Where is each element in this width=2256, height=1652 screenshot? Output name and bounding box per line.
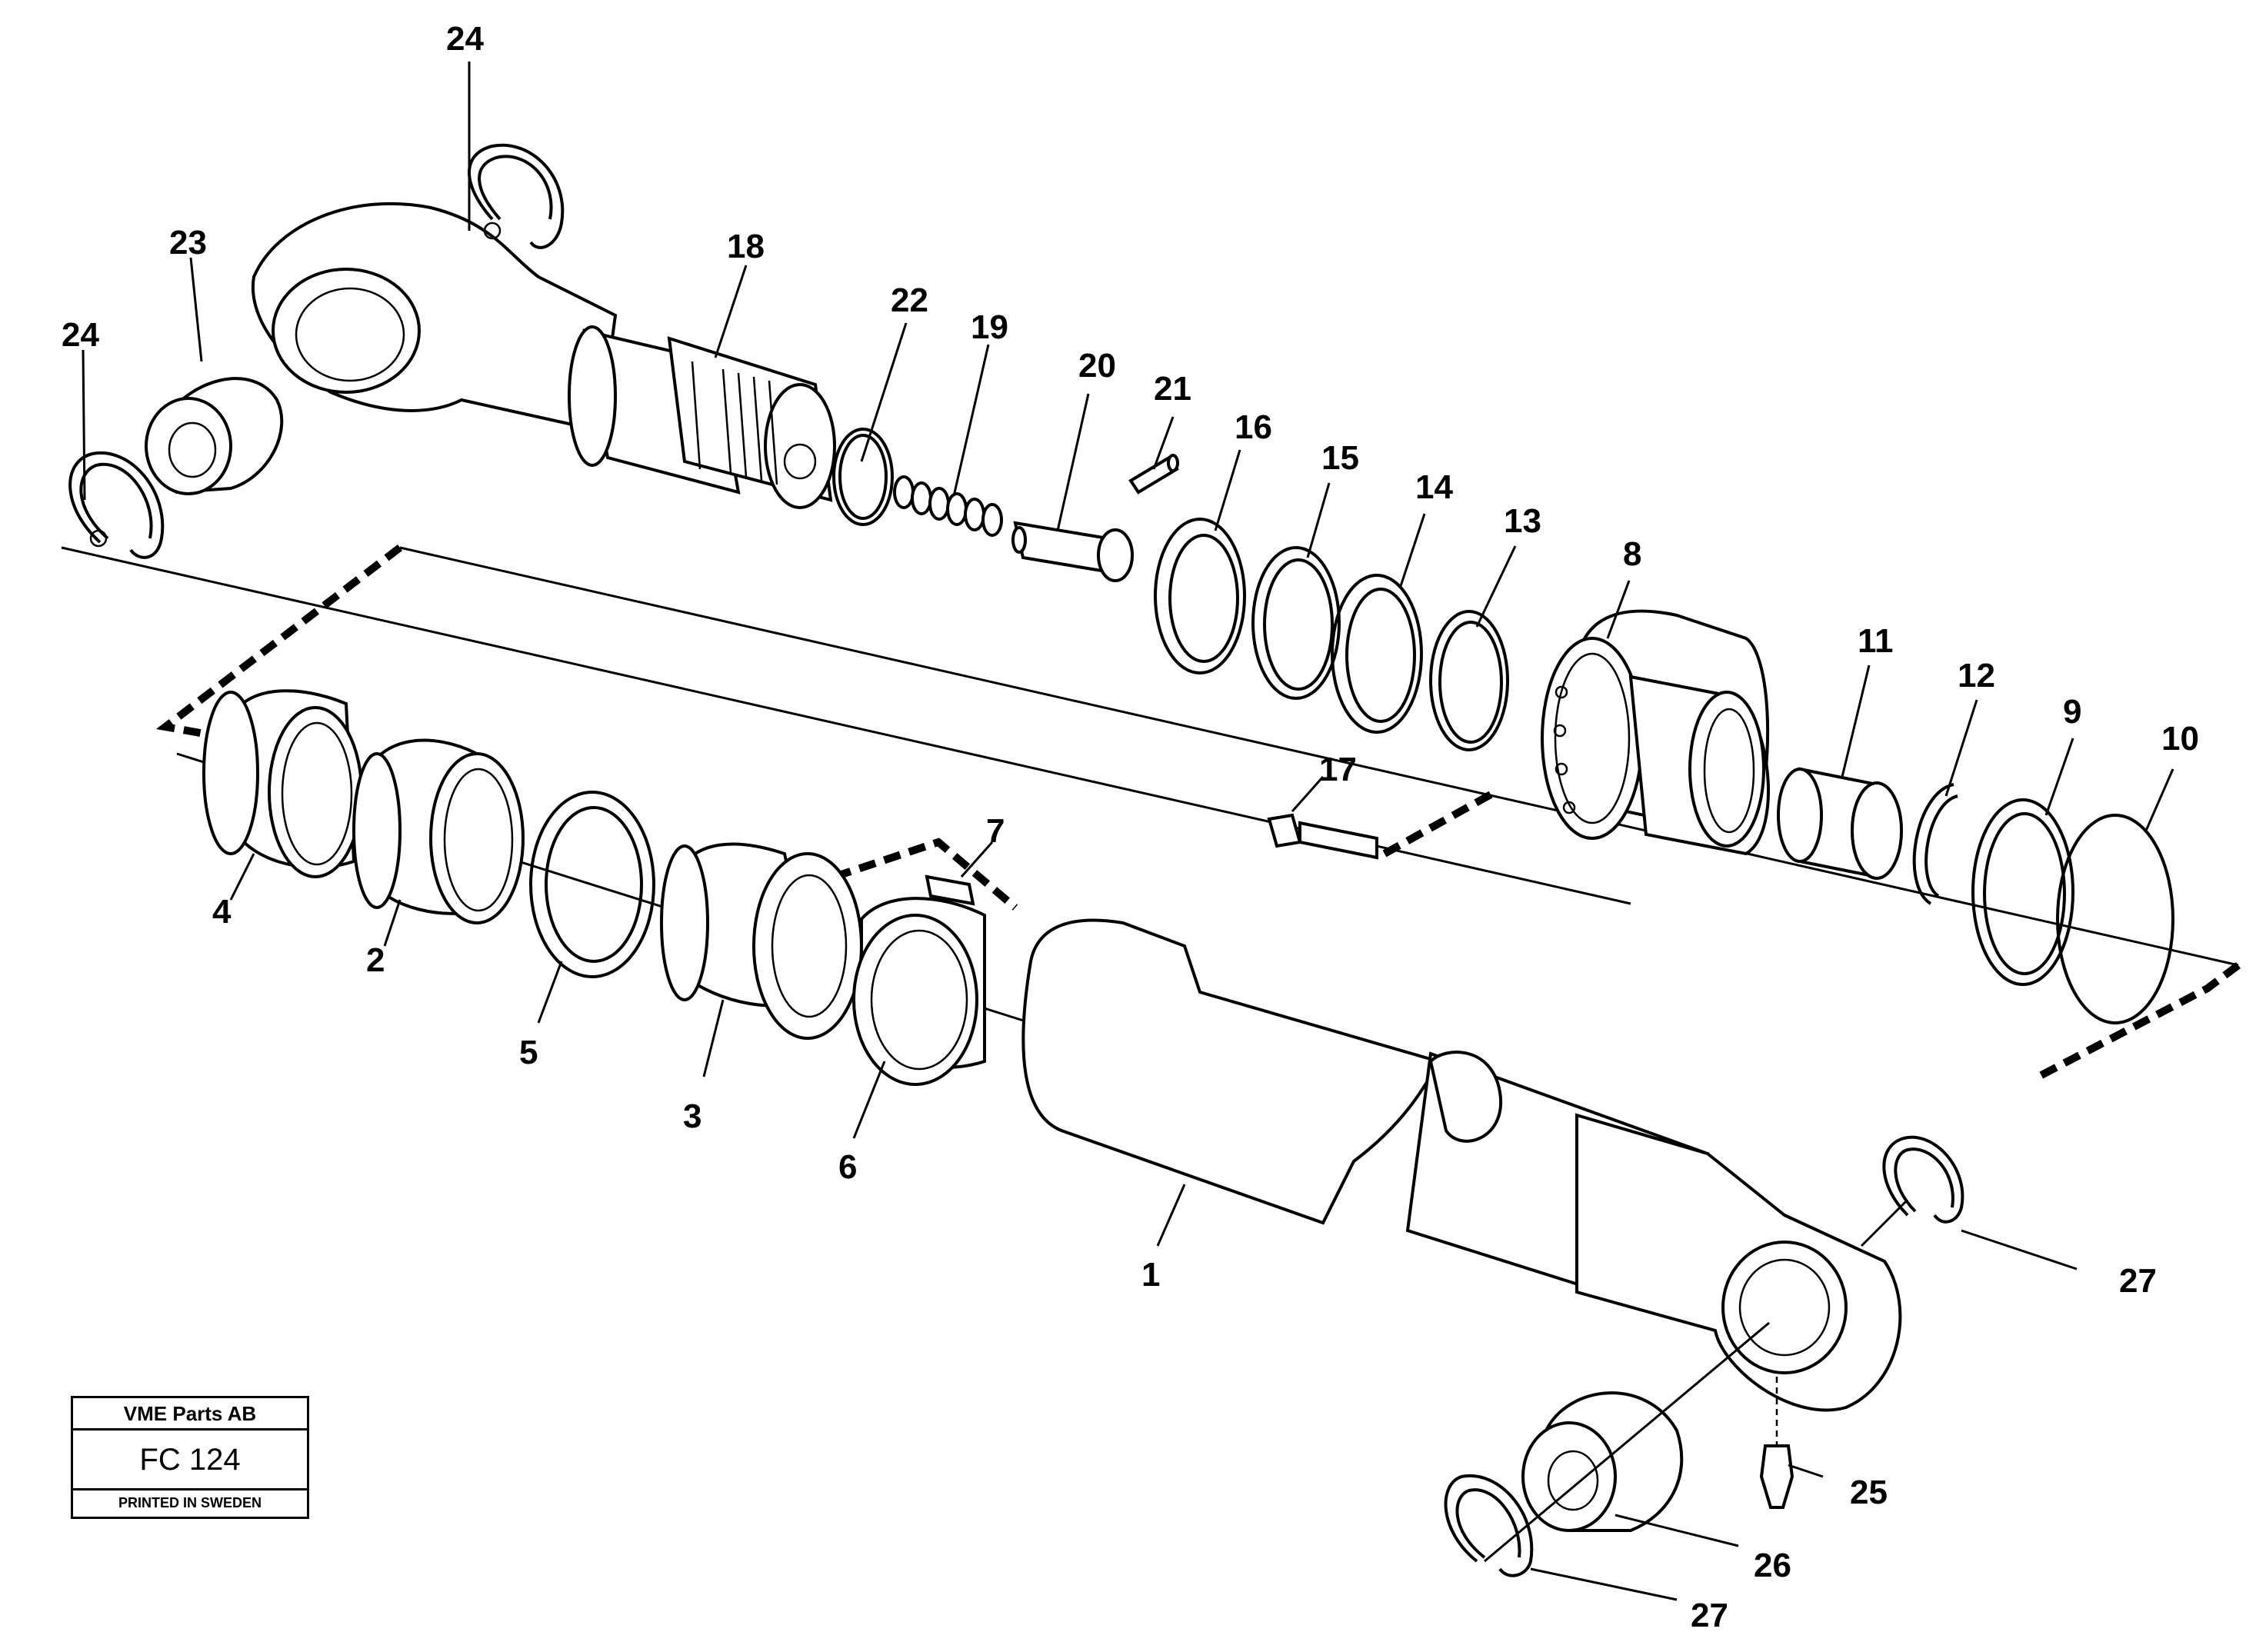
callout-12: 12 (1958, 657, 1995, 694)
callout-23: 23 (169, 224, 207, 261)
leader-lines (82, 62, 2174, 1601)
callout-24-top: 24 (446, 20, 484, 58)
piston-3 (660, 842, 863, 1040)
callout-25: 25 (1850, 1474, 1888, 1511)
callout-17: 17 (1319, 751, 1357, 788)
callout-15: 15 (1321, 439, 1359, 477)
callout-16: 16 (1235, 408, 1272, 446)
callout-1: 1 (1141, 1256, 1160, 1294)
callout-18: 18 (727, 228, 765, 265)
callout-4: 4 (212, 893, 232, 931)
seal-14 (1331, 574, 1423, 734)
callout-10: 10 (2161, 720, 2199, 758)
callout-9: 9 (2063, 693, 2081, 731)
callout-13: 13 (1504, 502, 1541, 540)
piston-rod-eye (251, 202, 836, 509)
plunger-20 (1011, 521, 1134, 582)
callout-14: 14 (1415, 468, 1453, 506)
dashed-frame-left (155, 545, 403, 742)
piston-seal-2 (352, 738, 525, 924)
ring-13 (1429, 610, 1509, 751)
cylinder-head-8 (1541, 609, 1770, 856)
bolt-17 (1267, 813, 1378, 860)
o-ring-22 (832, 428, 894, 526)
printed-note: PRINTED IN SWEDEN (118, 1495, 262, 1510)
eye-axis (1860, 1198, 1909, 1247)
callout-5: 5 (519, 1034, 538, 1071)
figure-code: FC 124 (73, 1431, 307, 1490)
grease-nipple-25 (1759, 1444, 1794, 1509)
guide-ring-11 (1777, 767, 1903, 880)
circlip-24-left (68, 451, 165, 559)
seal-16 (1154, 518, 1246, 674)
callout-3: 3 (683, 1097, 701, 1135)
callout-20: 20 (1078, 347, 1116, 385)
callout-27-bottom: 27 (1691, 1597, 1728, 1634)
callout-22: 22 (891, 281, 928, 319)
callout-7: 7 (986, 812, 1005, 850)
seal-9 (1971, 798, 2074, 986)
pin-21 (1128, 454, 1179, 495)
callout-6: 6 (838, 1148, 857, 1186)
dashed-frame-mid (833, 838, 1018, 911)
circlip-27-bottom (1444, 1474, 1534, 1577)
dashed-frame-head (1382, 790, 1495, 858)
wiper-15 (1251, 546, 1341, 700)
cylinder-tube-1 (1021, 918, 1902, 1412)
bushing-23 (145, 377, 284, 495)
callout-11: 11 (1858, 622, 1894, 660)
bushing-26 (1521, 1391, 1684, 1532)
dashed-frame-right (2036, 962, 2241, 1081)
callout-27-right: 27 (2119, 1262, 2157, 1300)
title-block: VME Parts AB FC 124 PRINTED IN SWEDEN (71, 1396, 309, 1519)
backup-ring-10 (2056, 814, 2174, 1024)
connector-line (399, 546, 2239, 967)
set-screw-7 (925, 874, 975, 906)
snap-ring-12 (1912, 783, 1958, 905)
callout-21: 21 (1154, 370, 1191, 408)
piston-ring-4 (202, 689, 363, 878)
circlip-27-right (1882, 1135, 1964, 1224)
callout-24-left: 24 (62, 316, 99, 354)
guide-ring-6 (852, 897, 986, 1086)
shims-19 (893, 475, 1003, 537)
bushing-axis (1484, 1321, 1770, 1563)
callout-2: 2 (366, 941, 385, 979)
seal-5 (529, 791, 655, 978)
company-name: VME Parts AB (73, 1398, 307, 1431)
callout-19: 19 (971, 308, 1008, 346)
callout-26: 26 (1754, 1547, 1791, 1584)
callout-8: 8 (1623, 535, 1641, 573)
